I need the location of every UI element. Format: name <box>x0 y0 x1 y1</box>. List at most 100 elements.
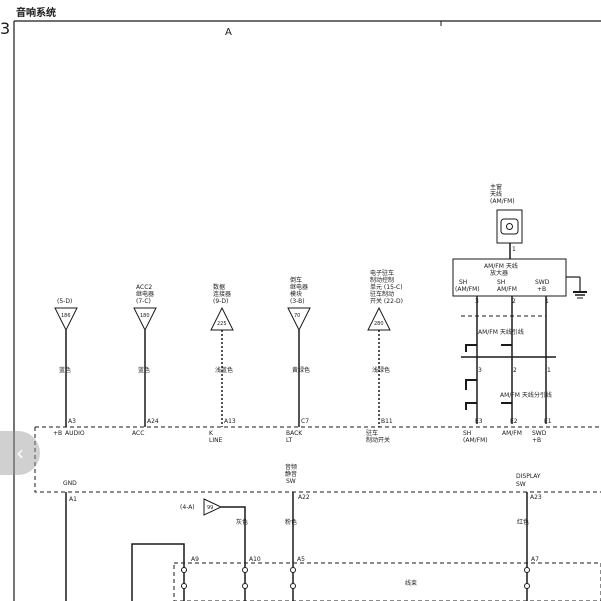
source-label-5-line-4: 驻车制动 <box>370 290 394 298</box>
source-signal-1-2: AUDIO <box>65 430 85 437</box>
amp-wire-pin-3: E1 <box>544 418 552 425</box>
source-label-5-line-3: 单元 (15-C) <box>370 283 403 291</box>
amp-pin-label-3b: +B <box>537 286 546 293</box>
source-label-1-line-1: (5-D) <box>57 298 72 305</box>
gray-input-wire-color: 灰色 <box>236 518 248 526</box>
bottom-harness-label: 线束 <box>405 579 417 587</box>
bottom-pin-a5: A5 <box>297 556 305 563</box>
connector-pin-1: 1 <box>547 367 551 374</box>
gray-input-num: 99 <box>207 505 213 511</box>
source-label-4-line-1: 倒车 <box>290 276 302 284</box>
source-label-5-line-5: 开关 (22-D) <box>370 297 403 305</box>
source-wire-color-3: 浅蓝色 <box>215 366 233 374</box>
source-num-4: 70 <box>294 313 300 319</box>
mute-label-3: SW <box>286 478 296 485</box>
amp-wire-signal-3-1: SWD <box>532 430 547 437</box>
source-label-4-line-3: 模块 <box>290 290 302 298</box>
source-label-5-line-2: 制动控制 <box>370 276 394 284</box>
display-pin: A23 <box>530 494 542 501</box>
mute-label-2: 静音 <box>285 470 297 478</box>
connector-pin-2: 2 <box>513 367 517 374</box>
source-num-2: 180 <box>140 313 150 319</box>
source-num-3: 225 <box>217 321 227 327</box>
section-label: A <box>225 27 232 38</box>
source-wire-color-2: 蓝色 <box>138 366 150 374</box>
source-connector-1-icon <box>54 307 78 332</box>
source-label-3-line-2: 连接器 <box>213 290 231 298</box>
page-number: 3 <box>0 19 10 38</box>
display-label-1: DISPLAY <box>516 473 541 480</box>
amp-wire-signal-1-1: SH <box>463 430 471 437</box>
ground-pin: A1 <box>69 496 77 503</box>
source-pin-1: A3 <box>68 418 76 425</box>
source-signal-3-2: LINE <box>209 437 223 444</box>
chevron-left-icon: ‹ <box>16 441 24 465</box>
amp-pin-label-2a: SH <box>497 279 505 286</box>
amp-wire-signal-1-2: (AM/FM) <box>463 437 488 444</box>
mute-label-1: 音频 <box>285 463 297 471</box>
source-signal-3-1: K <box>209 430 214 437</box>
antenna-lead-label: AM/FM 天线引线 <box>478 328 524 336</box>
source-wire-color-4: 黄绿色 <box>292 366 310 374</box>
source-signal-5-1: 驻车 <box>366 429 378 437</box>
amp-pin-label-2b: AM/FM <box>497 286 517 293</box>
amp-pin-label-1a: SH <box>459 279 467 286</box>
bottom-pin-a7: A7 <box>531 556 539 563</box>
source-wire-color-5: 浅绿色 <box>372 366 390 374</box>
source-label-2-line-2: 继电器 <box>136 290 154 298</box>
amp-pin-label-1b: (AM/FM) <box>455 286 480 293</box>
antenna-label-2: 天线 <box>490 190 502 198</box>
source-pin-2: A24 <box>147 418 159 425</box>
source-connector-2-icon <box>133 307 157 332</box>
ground-label: GND <box>63 480 77 487</box>
mute-wire-color: 粉色 <box>285 518 297 526</box>
source-label-3-line-3: (9-D) <box>213 298 228 305</box>
antenna-icon <box>506 223 513 230</box>
source-signal-4-2: LT <box>286 437 293 444</box>
source-connector-4-icon <box>287 307 311 332</box>
source-signal-4-1: BACK <box>286 430 303 437</box>
source-num-5: 280 <box>374 321 384 327</box>
amp-wire-pin-1: E3 <box>475 418 483 425</box>
display-label-2: SW <box>516 481 526 488</box>
bottom-harness <box>173 562 601 601</box>
bottom-pin-a9: A9 <box>191 556 199 563</box>
source-signal-2-1: ACC <box>132 430 144 437</box>
source-label-4-line-2: 继电器 <box>290 283 308 291</box>
display-wire-color: 红色 <box>517 518 529 526</box>
amplifier-component: AM/FM 天线 放大器 SH (AM/FM) SH AM/FM SWD +B … <box>452 258 587 305</box>
source-pin-5: B11 <box>381 418 393 425</box>
source-wire-color-1: 蓝色 <box>59 366 71 374</box>
source-num-1: 186 <box>61 313 71 319</box>
source-pin-4: C7 <box>301 418 309 425</box>
unit-boundary <box>34 426 601 493</box>
antenna-sub-label: AM/FM 天线分引线 <box>500 391 552 399</box>
source-pin-3: A13 <box>224 418 236 425</box>
antenna-label-3: (AM/FM) <box>490 198 515 205</box>
antenna-pin: 1 <box>512 246 516 253</box>
amplifier-title-1: AM/FM 天线 <box>484 262 518 270</box>
mute-pin: A22 <box>298 494 310 501</box>
amp-wire-signal-2-1: AM/FM <box>502 430 522 437</box>
gray-input-connector-icon <box>203 498 223 516</box>
amp-pin-label-3a: SWD <box>535 279 550 286</box>
source-signal-1-1: +B <box>53 430 62 437</box>
diagram-title: 音响系统 <box>16 6 56 19</box>
gray-input-ref: (4-A) <box>180 504 195 511</box>
bottom-pin-a10: A10 <box>249 556 261 563</box>
previous-page-button[interactable]: ‹ <box>0 431 40 475</box>
amp-pin-2: 2 <box>512 298 516 305</box>
amp-wire-signal-3-2: +B <box>532 437 541 444</box>
amp-wire-pin-2: E2 <box>510 418 518 425</box>
antenna-component: 主窗 天线 (AM/FM) 1 <box>490 183 523 259</box>
source-label-2-line-3: (7-C) <box>136 298 151 305</box>
amp-pin-1: 1 <box>545 298 549 305</box>
lower-section: GND A1 音频 静音 SW A22 粉色 DISPLAY SW A23 红色… <box>63 463 601 601</box>
connector-pin-3: 3 <box>478 367 482 374</box>
source-label-4-line-4: (3-B) <box>290 298 305 305</box>
source-signal-5-2: 制动开关 <box>366 436 390 444</box>
